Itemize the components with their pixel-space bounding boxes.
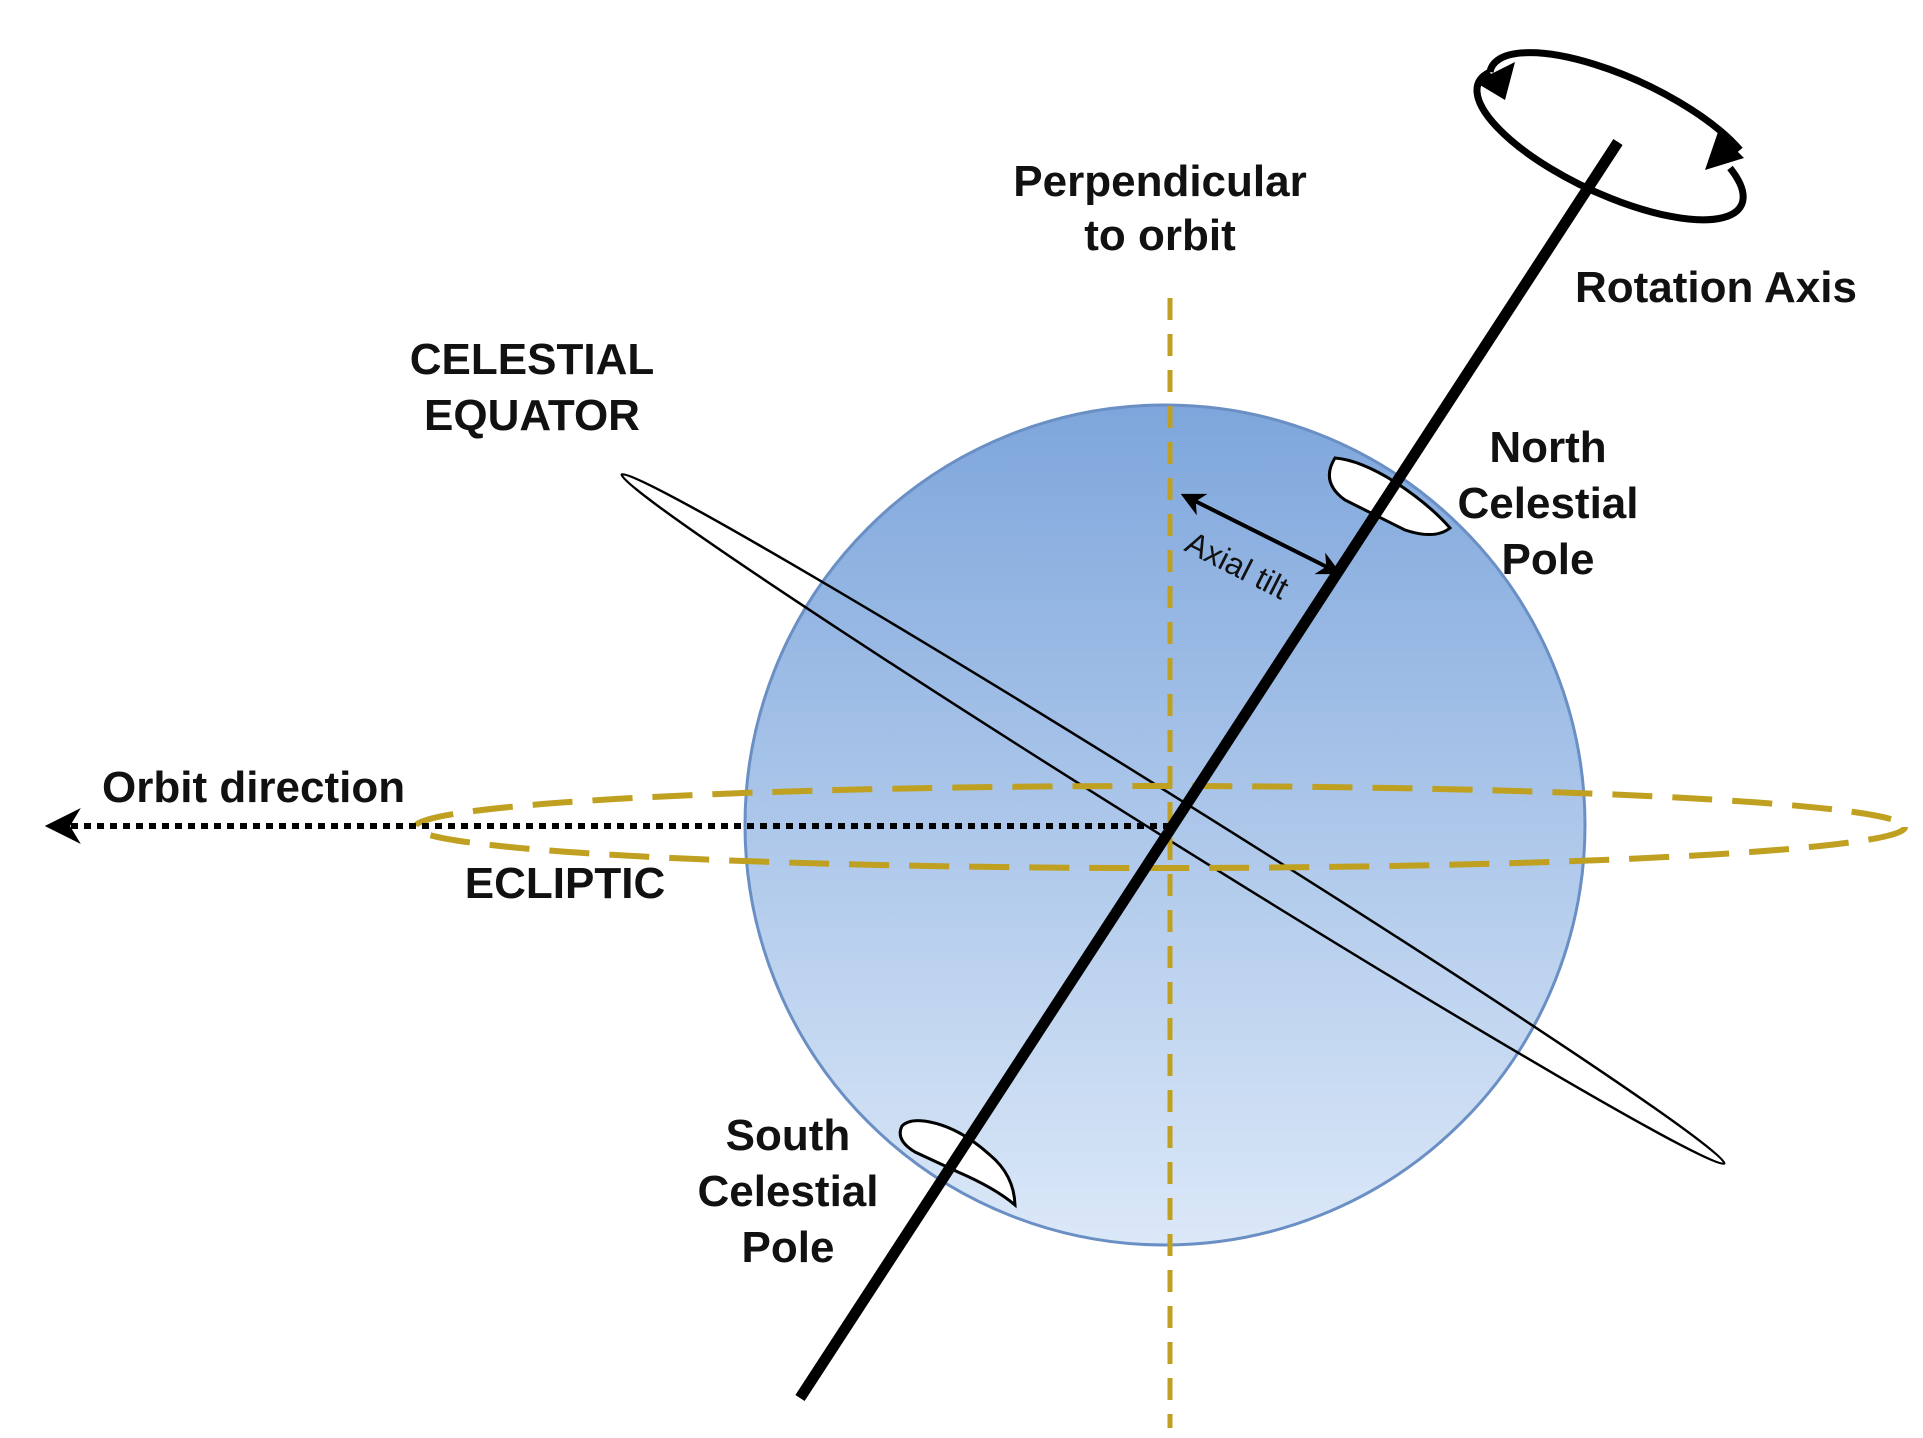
perpendicular-label-line1: Perpendicular — [1013, 157, 1306, 206]
rotation-arrow-icon — [1473, 49, 1747, 224]
south-pole-label-line1: South — [726, 1111, 851, 1160]
south-pole-label-line3: Pole — [742, 1223, 835, 1272]
axial-tilt-arrow — [1180, 493, 1342, 575]
rotation-axis-line — [795, 138, 1623, 1402]
ecliptic-label: ECLIPTIC — [465, 859, 665, 908]
ecliptic-ring — [412, 783, 1908, 871]
rotation-axis-label: Rotation Axis — [1575, 263, 1857, 312]
north-pole-label-line2: Celestial — [1458, 479, 1639, 528]
north-pole-label-line1: North — [1489, 423, 1606, 472]
perpendicular-label-line2: to orbit — [1084, 211, 1236, 260]
celestial-equator-label-line1: CELESTIAL — [410, 335, 654, 384]
orbit-direction-label: Orbit direction — [102, 763, 405, 812]
celestial-equator-label-line2: EQUATOR — [424, 391, 640, 440]
south-pole-label-line2: Celestial — [698, 1167, 879, 1216]
north-pole-label-line3: Pole — [1502, 535, 1595, 584]
